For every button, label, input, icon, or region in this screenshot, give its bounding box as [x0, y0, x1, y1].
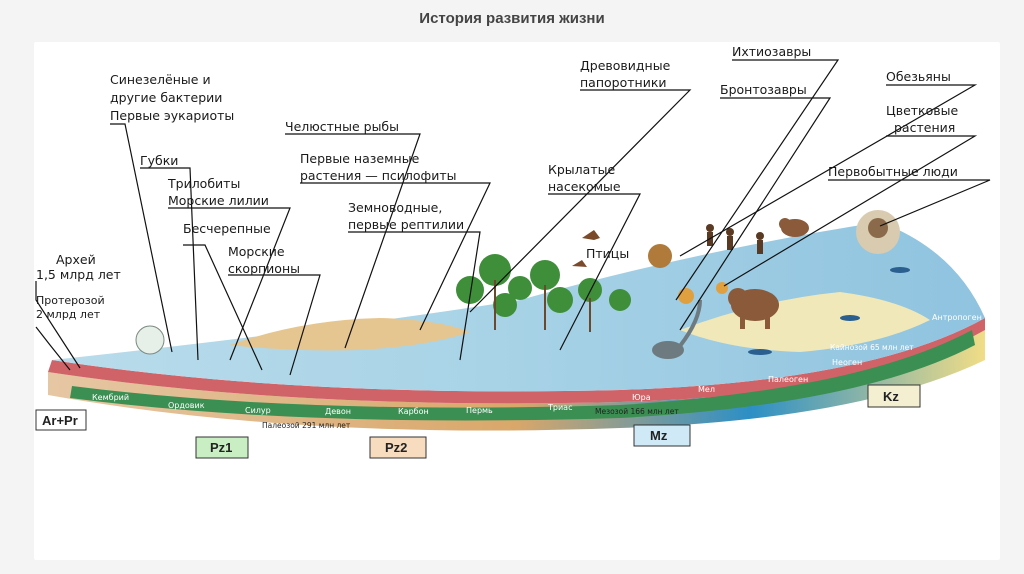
note-paleozoic: Палеозой 291 млн лет — [262, 421, 351, 430]
label-ichthyosaurs: Ихтиозавры — [732, 44, 811, 59]
svg-text:Kz: Kz — [883, 389, 899, 404]
label-land-plants: Первые наземные растения — псилофиты — [300, 151, 456, 183]
label-brontosaurs: Бронтозавры — [720, 82, 807, 97]
label-agnathans: Бесчерепные — [183, 221, 271, 236]
period-jurassic: Юра — [632, 393, 651, 402]
label-birds: Птицы — [586, 246, 629, 261]
label-flowering-plants: Цветковые растения — [886, 103, 962, 135]
label-trilobites: Трилобиты Морские лилии — [167, 176, 269, 208]
period-carboniferous: Карбон — [398, 407, 429, 416]
period-anthropogene: Антропоген — [932, 313, 982, 322]
period-cretaceous: Мел — [698, 385, 715, 394]
svg-text:Ar+Pr: Ar+Pr — [42, 413, 78, 428]
label-proterozoic: Протерозой 2 млрд лет — [36, 294, 108, 321]
label-jawed-fish: Челюстные рыбы — [285, 119, 399, 134]
svg-text:Pz1: Pz1 — [210, 440, 232, 455]
period-ordovician: Ордовик — [168, 401, 205, 410]
era-box-kz: Kz — [868, 385, 920, 407]
period-neogene: Неоген — [832, 358, 862, 367]
period-permian: Пермь — [466, 406, 493, 415]
human-portrait-icon — [856, 210, 900, 254]
era-box-pz1: Pz1 — [196, 437, 248, 458]
period-triassic: Триас — [547, 403, 572, 412]
monkey-icon — [648, 244, 672, 268]
label-sponges: Губки — [140, 153, 178, 168]
mammoth-small-icon — [779, 218, 809, 237]
sponge-icon — [136, 326, 164, 354]
era-box-mz: Mz — [634, 425, 690, 446]
label-amphibians: Земноводные, первые рептилии — [348, 200, 464, 232]
label-sea-scorpions: Морские скорпионы — [228, 244, 300, 276]
period-silurian: Силур — [245, 406, 271, 415]
note-cenozoic: Кайнозой 65 млн лет — [830, 343, 914, 352]
svg-text:Mz: Mz — [650, 428, 668, 443]
label-tree-ferns: Древовидные папоротники — [580, 58, 674, 90]
era-box-arpr: Ar+Pr — [36, 410, 86, 430]
label-early-humans: Первобытные люди — [828, 164, 958, 179]
period-paleogene: Палеоген — [768, 375, 808, 384]
period-cambrian: Кембрий — [92, 393, 129, 402]
label-winged-insects: Крылатые насекомые — [548, 162, 621, 194]
label-monkeys: Обезьяны — [886, 69, 951, 84]
svg-text:Pz2: Pz2 — [385, 440, 407, 455]
period-devonian: Девон — [325, 407, 351, 416]
note-mesozoic: Мезозой 166 млн лет — [595, 407, 679, 416]
era-box-pz2: Pz2 — [370, 437, 426, 458]
label-cyanobacteria: Синезелёные и другие бактерии Первые эук… — [110, 72, 234, 123]
label-archaea: Архей 1,5 млрд лет — [36, 252, 121, 282]
